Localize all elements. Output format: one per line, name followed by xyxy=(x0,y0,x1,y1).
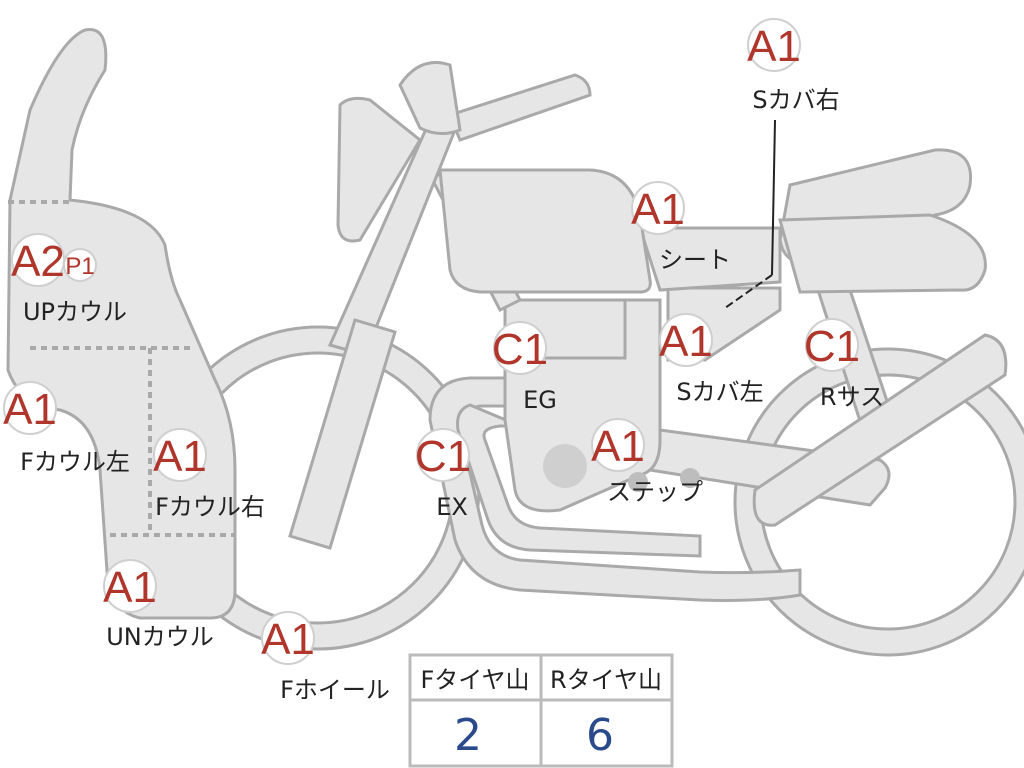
marker-label: EG xyxy=(523,386,557,414)
rear-tire-header: Rタイヤ山 xyxy=(550,666,662,694)
handlebar xyxy=(336,61,592,243)
rear-tire-value: 6 xyxy=(586,710,614,761)
leader-line xyxy=(724,119,776,309)
marker-badge xyxy=(747,18,801,72)
marker-badge xyxy=(261,611,315,665)
marker-code: A1 xyxy=(659,317,713,366)
fuel-tank xyxy=(438,168,652,294)
marker-badge xyxy=(493,321,547,375)
marker-sub-badge xyxy=(63,248,97,282)
marker-step: A1 ステップ xyxy=(591,418,703,506)
marker-code: A2 xyxy=(11,237,65,286)
marker-code: A1 xyxy=(103,563,157,612)
front-fork xyxy=(288,118,457,550)
side-covers xyxy=(637,226,782,362)
marker-code: A1 xyxy=(747,22,801,71)
marker-label: ステップ xyxy=(607,478,703,506)
front-tire-header: Fタイヤ山 xyxy=(420,666,529,694)
marker-code: A1 xyxy=(591,422,645,471)
marker-badge xyxy=(631,181,685,235)
marker-label: UPカウル xyxy=(23,298,127,326)
marker-badge xyxy=(3,381,57,435)
marker-code: C1 xyxy=(415,432,471,481)
marker-sub-code: P1 xyxy=(65,253,94,280)
exhaust-pipes xyxy=(428,376,802,602)
marker-label: Sカバ左 xyxy=(676,378,763,406)
marker-label: Sカバ右 xyxy=(752,86,839,114)
tire-tread-table: Fタイヤ山 Rタイヤ山 2 6 xyxy=(408,653,674,768)
marker-code: A1 xyxy=(153,432,207,481)
marker-seat: A1 シート xyxy=(631,181,731,274)
marker-label: Rサス xyxy=(820,383,884,411)
marker-badge xyxy=(591,418,645,472)
marker-code: A1 xyxy=(631,185,685,234)
marker-label: シート xyxy=(659,246,731,274)
marker-badge xyxy=(805,318,859,372)
marker-badge xyxy=(153,428,207,482)
marker-label: EX xyxy=(436,493,468,521)
marker-label: Fカウル左 xyxy=(20,448,130,476)
marker-badge xyxy=(103,559,157,613)
seat-shape xyxy=(778,148,987,294)
marker-badge xyxy=(659,313,713,367)
front-tire-value: 2 xyxy=(454,710,482,761)
marker-code: C1 xyxy=(804,322,860,371)
marker-code: C1 xyxy=(492,325,548,374)
marker-label: Fホイール xyxy=(280,676,390,704)
marker-label: UNカウル xyxy=(106,623,214,651)
rear-fender xyxy=(752,333,1008,527)
marker-code: A1 xyxy=(261,615,315,664)
marker-code: A1 xyxy=(3,385,57,434)
marker-label: Fカウル右 xyxy=(155,493,265,521)
marker-badge xyxy=(416,428,470,482)
